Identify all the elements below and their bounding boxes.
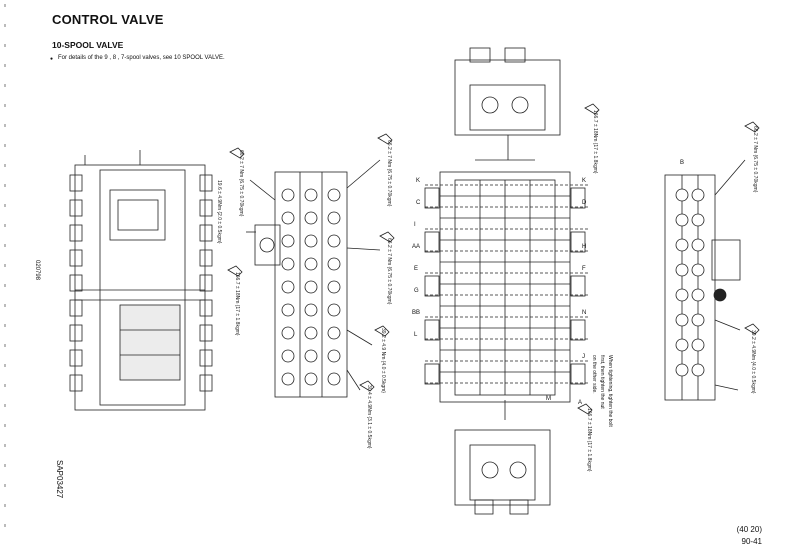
section-label-k: K [416,178,421,184]
spool-note: For details of the 9 , 8 , 7-spool valve… [50,55,225,62]
section-label-m: M [546,396,551,402]
section-label-n: N [582,310,587,316]
section-label-h: H [582,244,587,250]
section-label-bb: BB [412,310,421,316]
torque-callout-9: 39.2 ± 4.9Nm {4.0 ± 0.5kgm} [750,330,756,394]
valve-view-bottom [454,429,551,515]
section-label-i: I [414,222,416,228]
section-label-g: G [414,288,419,294]
section-label-b: B [680,160,685,166]
section-label-j: J [582,354,585,360]
section-label-c: C [416,200,421,206]
section-label-aa: AA [412,244,421,250]
torque-callout-3: 66.2 ± 7 Nm {6.75 ± 0.70kgm} [386,238,392,305]
page-number: 90-41 [741,537,762,546]
torque-callout-11: 19.6 ± 4.9Nm {2.0 ± 0.5kgm} [216,180,222,244]
torque-callout-4: 39.2 ± 4.9 Nm {4.0 ± 0.5kgm} [380,328,386,393]
torque-callout-7: 166.7 ± 18Nm {17 ± 1.8kgm} [234,272,240,336]
valve-view-center [424,159,590,420]
page-title: CONTROL VALVE [52,12,164,27]
torque-callout-2: 66.2 ± 7 Nm {6.75 ± 0.70kgm} [386,140,392,207]
section-label-e: E [414,266,419,272]
torque-callout-8: 66.2 ± 7 Nm {6.75 ± 0.70kgm} [752,126,758,193]
valve-view-right [664,159,746,401]
valve-view-left [69,150,213,411]
torque-callout-6: 166.7 ± 18Nm {17 ± 1.8kgm} [592,110,598,174]
section-label-f: F [582,266,586,272]
tightening-note: When tightening, tighten the bolt first,… [591,355,613,427]
section-label-a: A [578,400,583,406]
torque-callout-1: 66.2 ± 7 Nm {6.75 ± 0.70kgm} [238,150,244,217]
section-label-d: D [582,200,587,206]
section-label-l: L [414,332,418,338]
section-label-k-right: K [582,178,587,184]
valve-view-top [454,47,561,160]
section-subtitle: 10-SPOOL VALVE [52,40,124,50]
wrench-icons [227,103,760,415]
torque-callout-5: 30.4 ± 4.9Nm {3.1 ± 0.5kgm} [366,385,372,449]
binding-margin [4,4,6,544]
footer-code: (40 20) [736,525,762,534]
valve-view-side [246,159,381,398]
